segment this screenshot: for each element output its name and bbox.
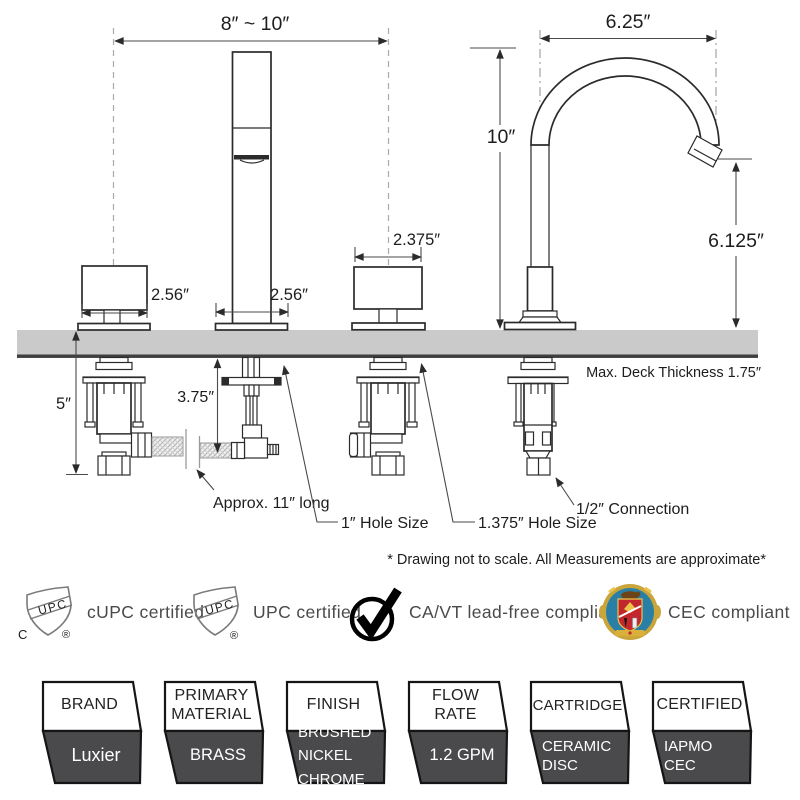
- center-spout: 2.56″: [214, 51, 308, 331]
- certification-cec: CEC compliant: [599, 580, 790, 644]
- dim-spout-height-label: 10″: [487, 126, 516, 148]
- dim-spout-reach-label: 6.25″: [606, 11, 651, 33]
- badge-value: CERAMIC DISC: [542, 737, 612, 775]
- cert-label: cUPC certified: [87, 601, 205, 622]
- certification-upc: UPC ® UPC certified: [188, 580, 361, 644]
- certification-cupc: UPC C ® cUPC certified: [18, 580, 204, 644]
- svg-text:®: ®: [230, 630, 238, 641]
- callouts: Max. Deck Thickness 1.75″ Approx. 11″ lo…: [196, 363, 766, 568]
- under-deck-valve: [82, 356, 153, 476]
- svg-text:®: ®: [62, 629, 70, 641]
- svg-text:C: C: [18, 627, 27, 641]
- dim-below-deck: 5″: [56, 331, 88, 476]
- spout-shank: [507, 356, 569, 476]
- svg-text:UPC: UPC: [37, 596, 69, 617]
- hose-length-label: Approx. 11″ long: [213, 495, 330, 512]
- counter-deck: [17, 330, 758, 358]
- badge-material: PRIMARY MATERIAL BRASS: [163, 680, 267, 786]
- badge-finish: FINISH BRUSHED NICKEL CHROME: [285, 680, 389, 788]
- hole-small-label: 1″ Hole Size: [341, 515, 429, 532]
- dim-left-handle-label: 2.56″: [151, 286, 189, 304]
- dim-spout-base-label: 2.56″: [270, 286, 308, 304]
- center-lines: [112, 28, 717, 292]
- badge-value: BRASS: [190, 746, 246, 765]
- badge-shape: [163, 680, 265, 785]
- badge-shape: [285, 680, 387, 785]
- badge-title: CARTRIDGE: [532, 696, 623, 714]
- gooseneck-spout: [503, 57, 723, 331]
- dim-supply-drop-label: 3.75″: [177, 389, 214, 406]
- dim-spread: 8″ ~ 10″: [114, 13, 388, 45]
- right-valve-cap: [348, 432, 359, 458]
- badge-shape: [407, 680, 509, 785]
- supply-hoses: [151, 429, 232, 469]
- dim-below-deck-label: 5″: [56, 395, 71, 413]
- cert-label: UPC certified: [253, 601, 362, 622]
- center-under-deck: [221, 356, 282, 460]
- badge-value: Luxier: [71, 745, 121, 766]
- badge-shape: [529, 680, 631, 785]
- badge-value: IAPMO CEC: [664, 737, 713, 775]
- connection-label: 1/2″ Connection: [576, 501, 689, 518]
- badge-title: PRIMARY MATERIAL: [171, 687, 252, 723]
- badge-cartridge: CARTRIDGE CERAMIC DISC: [529, 680, 633, 786]
- badge-certified: CERTIFIED IAPMO CEC: [651, 680, 755, 786]
- dim-right-handle-label: 2.375″: [393, 231, 440, 249]
- cupc-shield-icon: UPC C ®: [18, 586, 73, 641]
- badge-title: FLOW RATE: [431, 687, 480, 723]
- cec-seal-icon: [599, 584, 661, 640]
- cert-label: CEC compliant: [668, 601, 790, 622]
- badge-value: BRUSHED NICKEL CHROME: [298, 724, 372, 788]
- badge-flow-rate: FLOW RATE 1.2 GPM: [407, 680, 511, 786]
- badge-title: CERTIFIED: [656, 696, 743, 714]
- badge-title: BRAND: [60, 696, 118, 714]
- hole-large-label: 1.375″ Hole Size: [478, 515, 597, 532]
- right-handle: 2.375″: [351, 231, 440, 331]
- dim-spout-reach: 6.25″: [540, 11, 716, 43]
- dim-supply-drop: 3.75″: [177, 358, 222, 453]
- checkmark-icon: [349, 587, 402, 642]
- badge-shape: [651, 680, 753, 785]
- dim-spout-clearance: 6.125″: [708, 158, 764, 328]
- under-deck-valve-right: [349, 356, 420, 476]
- dim-spout-height: 10″: [470, 47, 516, 329]
- deck-thickness-note: Max. Deck Thickness 1.75″: [586, 365, 761, 381]
- faucet-diagram: 8″ ~ 10″ 2.56″ 2.56″: [17, 11, 766, 568]
- badge-brand: BRAND Luxier: [41, 680, 145, 786]
- svg-text:UPC: UPC: [204, 596, 236, 617]
- badge-value: 1.2 GPM: [429, 746, 495, 765]
- cert-label: CA/VT lead-free compliant: [409, 601, 624, 622]
- left-handle: 2.56″: [77, 265, 189, 331]
- dim-spread-label: 8″ ~ 10″: [221, 13, 290, 35]
- scale-disclaimer: * Drawing not to scale. All Measurements…: [387, 552, 766, 568]
- dim-spout-clearance-label: 6.125″: [708, 230, 764, 252]
- certification-leadfree: CA/VT lead-free compliant: [346, 580, 624, 644]
- badge-title: FINISH: [306, 696, 361, 714]
- badge-shape: [41, 680, 143, 785]
- upc-shield-icon: UPC ®: [193, 586, 240, 641]
